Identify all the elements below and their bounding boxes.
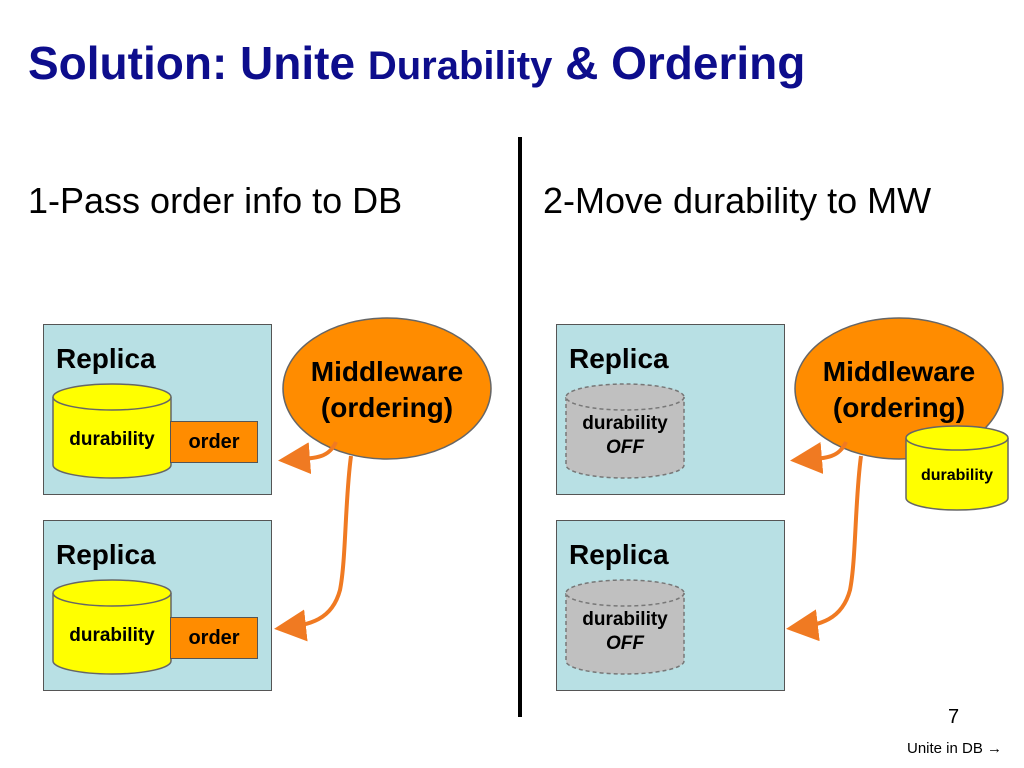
right-arrow-to-replica-2 — [786, 455, 863, 642]
slide-title: Solution: Unite Durability & Ordering — [28, 37, 806, 89]
replica-label: Replica — [569, 539, 669, 570]
left-column-heading: 1-Pass order info to DB — [28, 180, 403, 221]
durability-label: durability — [69, 429, 155, 450]
durability-label: durability — [920, 467, 993, 484]
durability-db-icon: durability — [52, 579, 172, 675]
column-divider — [518, 137, 522, 717]
durability-off-db-icon: durability OFF — [565, 383, 685, 479]
durability-state: OFF — [606, 437, 644, 458]
durability-db-icon: durability — [52, 383, 172, 479]
right-replica-1: Replica durability OFF — [556, 324, 785, 495]
left-arrow-to-replica-1 — [278, 441, 338, 475]
middleware-label: Middleware — [310, 356, 464, 387]
middleware-role: (ordering) — [320, 392, 454, 423]
order-tag: order — [170, 421, 258, 463]
durability-off-db-icon: durability OFF — [565, 579, 685, 675]
durability-label: durability — [69, 625, 155, 646]
middleware-role: (ordering) — [832, 392, 966, 423]
footer-link[interactable]: Unite in DB → — [907, 740, 1003, 757]
durability-label: durability — [582, 413, 668, 434]
right-arrow-to-replica-1 — [790, 441, 848, 474]
right-replica-2: Replica durability OFF — [556, 520, 785, 691]
replica-label: Replica — [56, 539, 156, 570]
durability-state: OFF — [606, 633, 644, 654]
left-arrow-to-replica-2 — [274, 455, 353, 642]
replica-label: Replica — [56, 343, 156, 374]
right-middleware: Middleware (ordering) — [793, 316, 1005, 461]
order-tag: order — [170, 617, 258, 659]
left-replica-1: Replica durability order — [43, 324, 272, 495]
durability-label: durability — [582, 609, 668, 630]
page-number: 7 — [948, 706, 960, 728]
replica-label: Replica — [569, 343, 669, 374]
left-middleware: Middleware (ordering) — [281, 316, 493, 461]
middleware-label: Middleware — [822, 356, 976, 387]
middleware-durability-db-icon: durability — [905, 425, 1009, 511]
left-replica-2: Replica durability order — [43, 520, 272, 691]
right-column-heading: 2-Move durability to MW — [543, 180, 932, 221]
